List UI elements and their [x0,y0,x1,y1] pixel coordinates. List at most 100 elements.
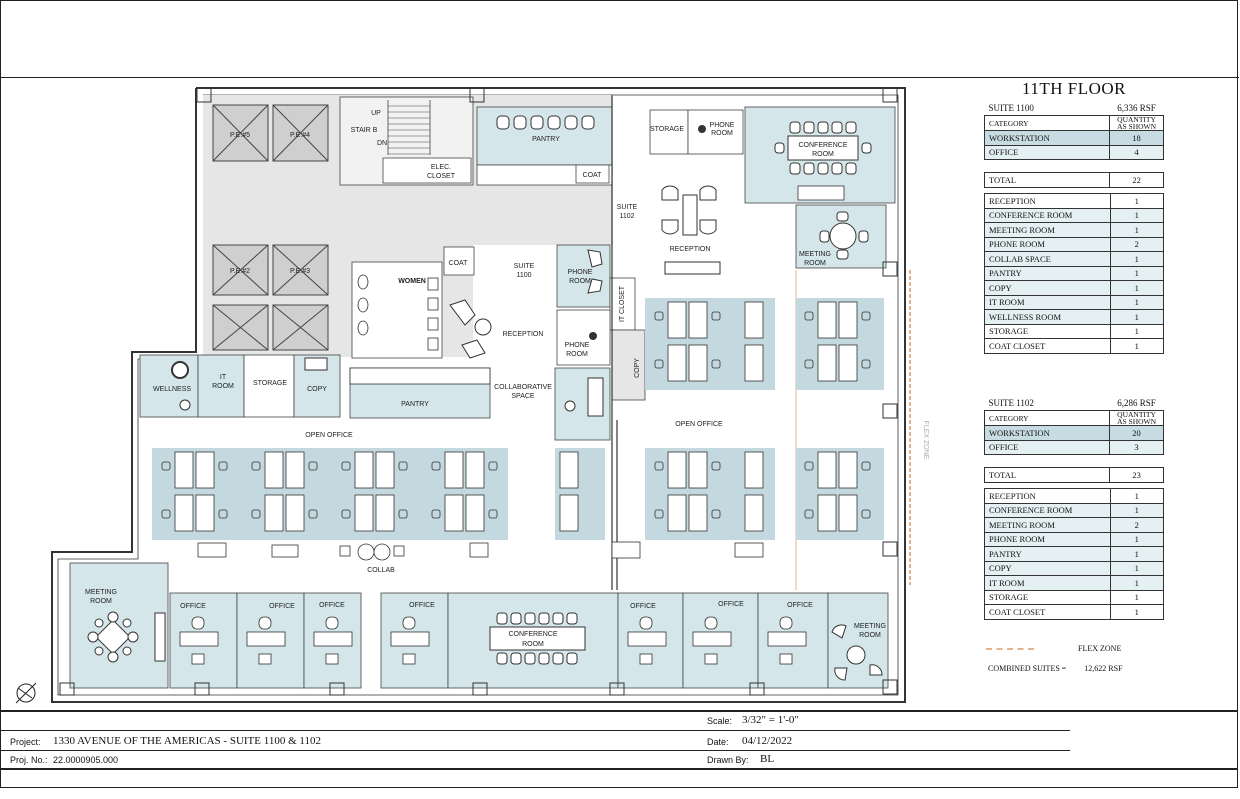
meeting-room-br-label-2: ROOM [859,632,881,639]
conference-table-bottom [489,612,586,665]
it-closet [609,277,636,331]
copy-right-label: COPY [634,358,641,378]
pe5-label: P.E.#5 [230,132,250,139]
title-block-bottom-rule [0,768,1238,770]
elec-closet-label-1: ELEC. [431,164,451,171]
suite-1102-area: 6,286 RSF [1109,396,1164,411]
suite-1100-label-1: SUITE [514,263,535,270]
stair-up-label: UP [371,110,381,117]
suite-1102-label-2: 1102 [619,213,634,220]
title-block-rule-2 [0,750,1070,751]
title-block-rule-1 [0,730,1070,731]
coat-top-label: COAT [583,172,603,179]
meeting-room-bl-label-2: ROOM [90,598,112,605]
office-label-6: OFFICE [718,601,744,608]
it-closet-label: IT CLOSET [619,285,626,322]
phone-room-top [687,109,744,155]
meeting-room-right-label-2: ROOM [804,260,826,267]
date-label: Date: [707,737,729,747]
stair-b-label: STAIR B [351,127,378,134]
combined-suites: COMBINED SUITES = 12,622 RSF [988,664,1123,673]
project-value: 1330 AVENUE OF THE AMERICAS - SUITE 1100… [53,735,321,747]
phone-room-top-label-2: ROOM [711,130,733,137]
reception-left-label: RECEPTION [503,331,544,338]
storage-top [649,109,689,155]
title-block-top-rule [0,710,1238,712]
office-label-2: OFFICE [269,603,295,610]
office-label-4: OFFICE [409,602,435,609]
conference-top-label-1: CONFERENCE [798,142,847,149]
combined-suites-label: COMBINED SUITES = [988,664,1067,673]
elec-closet-label-2: CLOSET [427,173,456,180]
open-office-right-label: OPEN OFFICE [675,421,723,428]
wellness-label: WELLNESS [153,386,191,393]
project-number-label: Proj. No.: [10,755,48,765]
suite-1102-header: SUITE 1102 6,286 RSF [984,396,1164,411]
conference-top-label-2: ROOM [812,151,834,158]
workstation-clusters [152,298,884,540]
meeting-room-br-furniture [831,624,883,681]
phone-room-low-label-2: ROOM [566,351,588,358]
pantry-top-label: PANTRY [532,136,560,143]
date-value: 04/12/2022 [742,735,793,747]
suite-1100-header: SUITE 1100 6,336 RSF [984,101,1164,116]
suite-1102-label-1: SUITE [617,204,638,211]
office-furniture [179,616,807,665]
elevator-shafts [212,104,329,351]
storage-left [243,354,295,418]
reception-right-furniture [661,185,721,275]
copy-left-label: COPY [307,386,327,393]
structural-columns [59,87,898,696]
collab-furniture [197,541,764,561]
reception-right-label: RECEPTION [670,246,711,253]
meeting-room-bl-label-1: MEETING [85,589,117,596]
phone-room-mid-label-2: ROOM [569,278,591,285]
suite-1100-category-label: CATEGORY [983,115,1111,131]
scale-label: Scale: [707,716,733,726]
perimeter-rooms [69,562,889,689]
meeting-room-right-label-1: MEETING [799,251,831,258]
conference-bottom-label-1: CONFERENCE [508,631,557,638]
copy-right [611,329,646,401]
women-label: WOMEN [398,278,426,285]
building-shell [51,87,906,703]
pe4-label: P.E.#4 [290,132,310,139]
reception-left-furniture [449,299,492,359]
office-label-5: OFFICE [630,603,656,610]
collab-space-label-1: COLLABORATIVE [494,384,552,391]
flex-zone-swatch [986,648,1034,651]
stair-b [339,96,474,186]
meeting-room-bl-furniture [87,611,166,663]
phone-room-low [556,309,611,366]
phone-room-top-label-1: PHONE [710,122,735,129]
suite-1100-area: 6,336 RSF [1109,101,1164,116]
title-block: Scale: 3/32" = 1'-0" Project: 1330 AVENU… [0,710,1238,788]
pe2-label: P.E.#2 [230,268,250,275]
project-number-value: 22.0000905.000 [53,755,119,765]
combined-suites-value: 12,622 RSF [1084,664,1123,673]
conference-table-top [774,121,872,175]
it-room-label-2: ROOM [212,383,234,390]
meeting-room-br-label-1: MEETING [854,623,886,630]
flex-zone-vertical-label: FLEX ZONE [922,421,929,460]
phone-room-low-label-1: PHONE [565,342,590,349]
suite-1102-category-label: CATEGORY [983,410,1111,426]
collab-label: COLLAB [367,567,395,574]
floor-title: 11TH FLOOR [1021,79,1126,98]
pantry-stools [496,115,595,130]
storage-top-label: STORAGE [650,126,684,133]
north-arrow-icon [15,682,37,704]
suite-1100-label-2: 1100 [516,272,531,279]
